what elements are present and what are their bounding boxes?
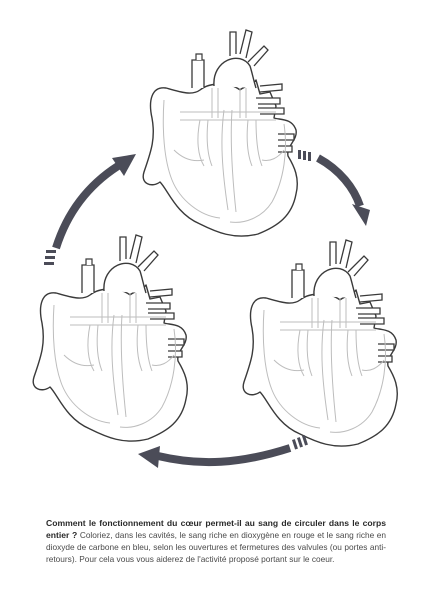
heart-diagram-icon-right	[242, 239, 398, 447]
heart-diagram-icon-top	[142, 29, 298, 237]
heart-diagram-icon-left	[32, 234, 188, 442]
heart-cycle-diagram	[32, 29, 398, 468]
instruction-question: Comment le fonctionnement du cœur permet…	[46, 518, 386, 541]
cycle-arrow-icon-bottom	[138, 435, 308, 468]
instruction-text: Coloriez, dans les cavités, le sang rich…	[46, 530, 386, 565]
instruction-paragraph: Comment le fonctionnement du cœur permet…	[46, 517, 386, 565]
cycle-arrow-icon-top-right	[298, 150, 370, 226]
cycle-arrow-icon-left-top	[44, 154, 136, 265]
